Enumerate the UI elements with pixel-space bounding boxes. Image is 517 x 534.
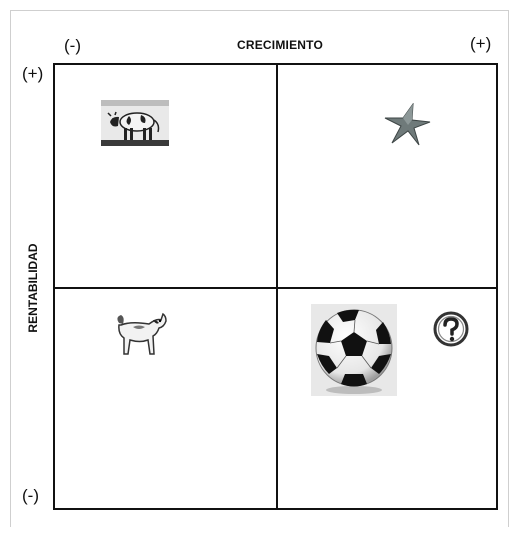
question-mark-icon: [433, 311, 469, 347]
vertical-divider: [276, 63, 278, 510]
horizontal-divider: [53, 287, 498, 289]
growth-axis-label: CRECIMIENTO: [237, 38, 323, 52]
outer-frame: [10, 10, 509, 527]
profit-high-label: (+): [22, 64, 44, 83]
profitability-axis-label: RENTABILIDAD: [26, 243, 40, 333]
bcg-matrix: [53, 63, 498, 510]
cow-icon: [101, 100, 169, 146]
star-icon: [384, 103, 431, 146]
growth-low-label: (-): [64, 36, 81, 55]
profit-low-label: (-): [22, 486, 39, 505]
growth-high-label: (+): [470, 34, 492, 53]
soccer-ball-icon: [311, 304, 397, 396]
dog-icon: [117, 312, 167, 355]
